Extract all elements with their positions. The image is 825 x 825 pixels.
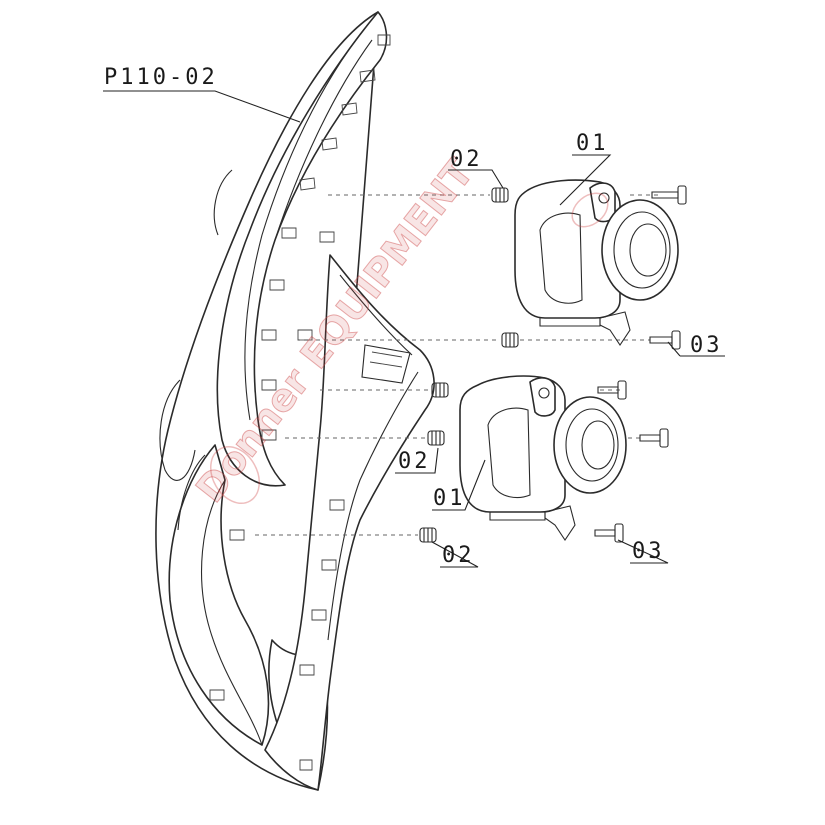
callout-02-mid: 02 [398, 449, 431, 474]
callout-01-top: 01 [576, 131, 609, 156]
callout-02-bottom: 02 [442, 543, 475, 568]
callout-03-right: 03 [690, 333, 723, 358]
alignment-lines [255, 194, 660, 536]
callout-leaders [103, 90, 725, 568]
callout-03-bottom: 03 [632, 539, 665, 564]
callout-01-bottom: 01 [433, 486, 466, 511]
screws [594, 185, 687, 543]
callout-02-top: 02 [450, 147, 483, 172]
callout-assembly: P110-02 [104, 65, 218, 90]
springs [419, 187, 519, 543]
lamp-module-upper [514, 179, 679, 346]
callout-labels: P110-02 02 01 03 02 01 02 03 [104, 65, 723, 568]
lamp-housing [155, 11, 435, 791]
lamp-module-lower [459, 375, 627, 541]
